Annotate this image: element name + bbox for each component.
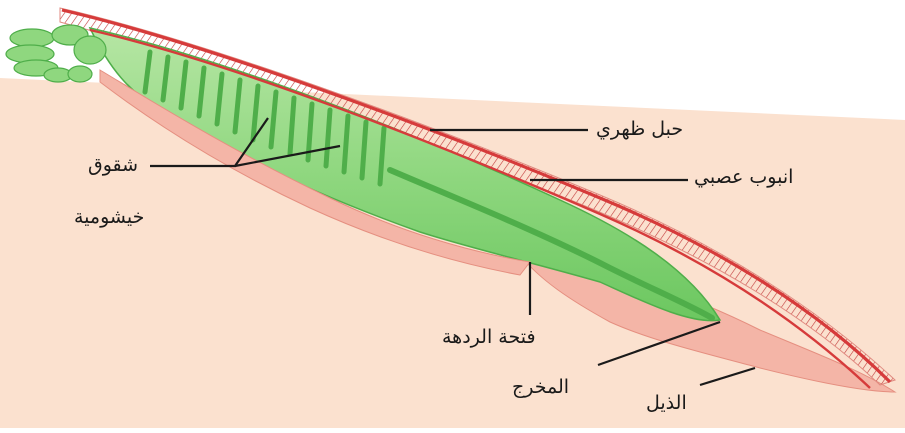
label-gill-slits-line1: شقوق xyxy=(88,156,138,175)
label-nerve-tube: انبوب عصبي xyxy=(694,168,793,187)
label-anus: المخرج xyxy=(512,378,569,397)
label-atriopore: فتحة الردهة xyxy=(442,328,536,347)
label-tail: الذيل xyxy=(646,394,687,413)
label-gill-slits-line2: خيشومية xyxy=(74,208,144,227)
label-dorsal-cord: حبل ظهري xyxy=(596,120,683,139)
oral-cirri xyxy=(6,25,106,82)
